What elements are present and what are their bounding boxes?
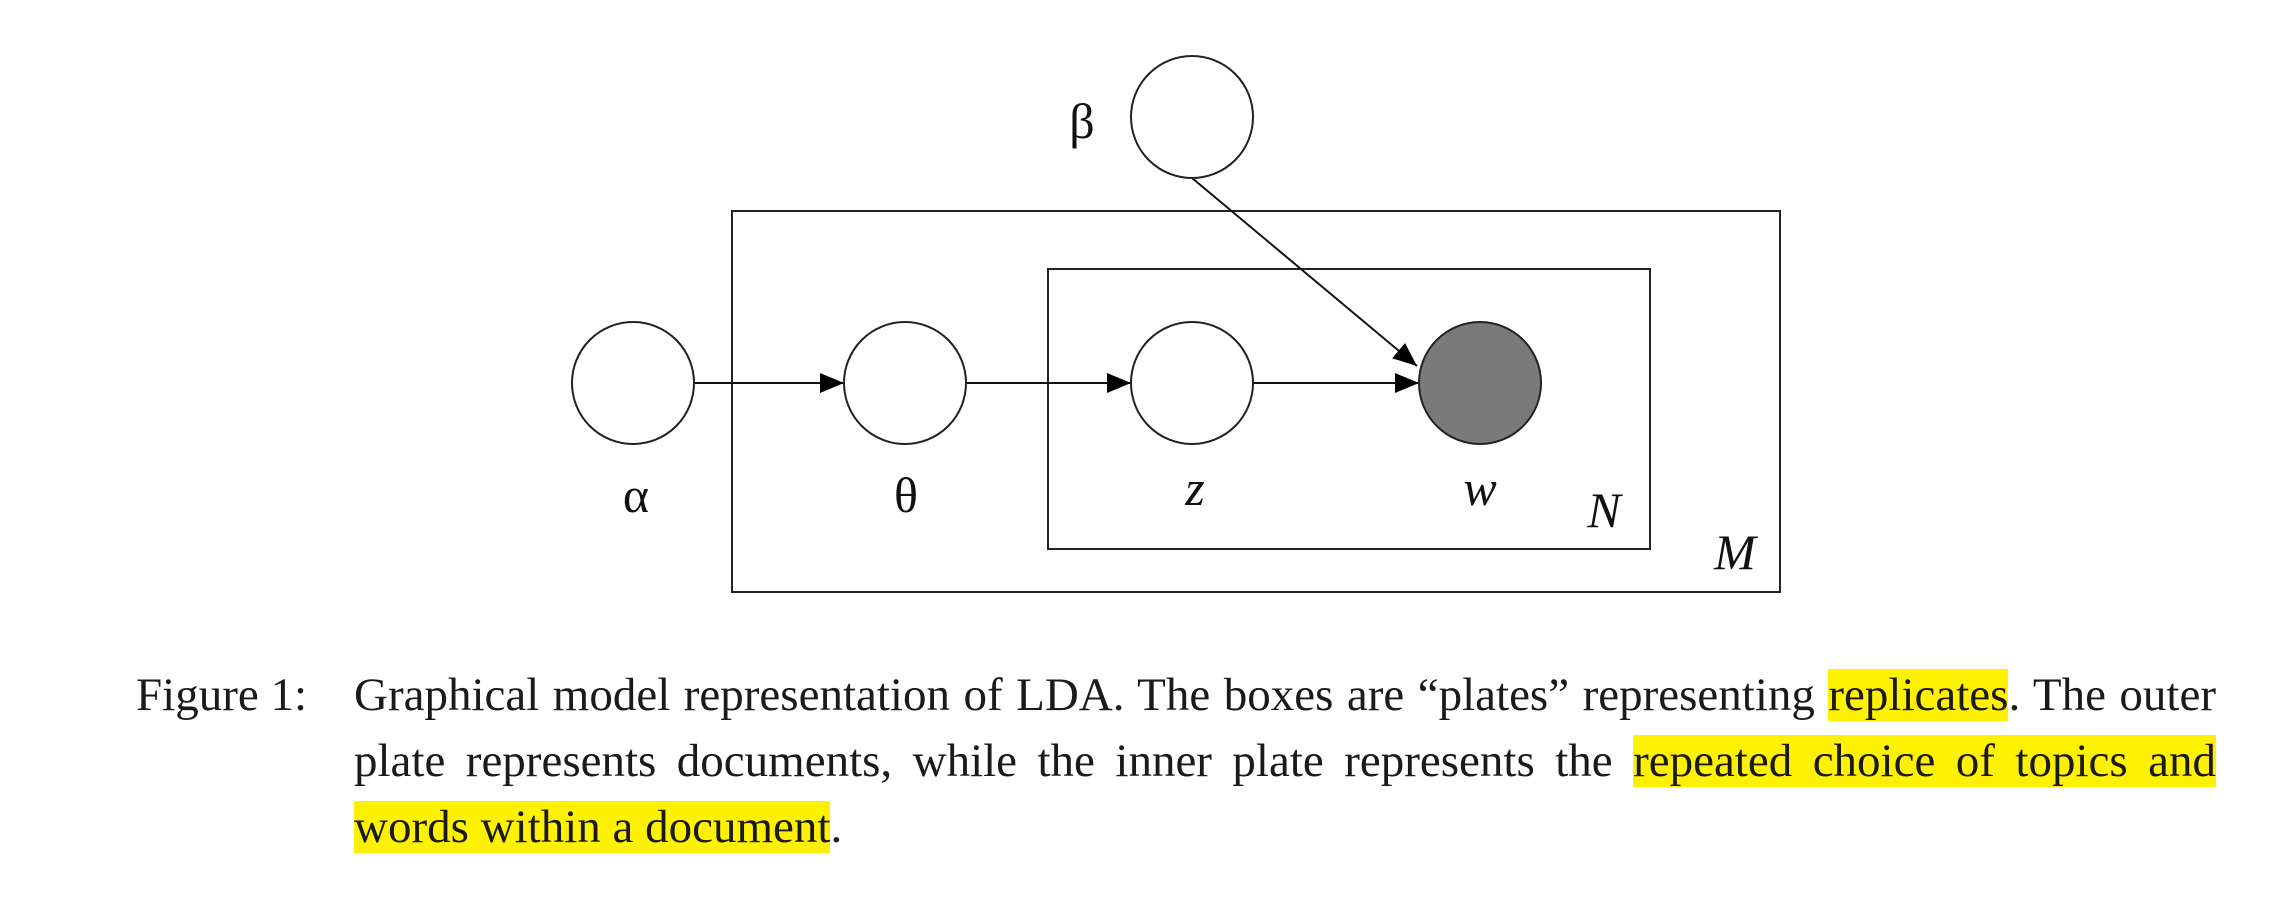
- caption-body: Graphical model representation of LDA. T…: [354, 662, 2216, 860]
- caption-text-part3: .: [830, 801, 843, 853]
- caption-text-part2: . The outer plate represents documents, …: [354, 669, 2216, 787]
- node-alpha: [571, 321, 695, 445]
- node-beta: [1130, 55, 1254, 179]
- label-plate-n: N: [1586, 482, 1623, 538]
- node-z: [1130, 321, 1254, 445]
- node-theta: [843, 321, 967, 445]
- caption-highlight-replicates: replicates: [1828, 669, 2009, 721]
- label-alpha: α: [623, 467, 649, 523]
- label-w: w: [1463, 460, 1496, 516]
- caption-label: Figure 1:: [136, 669, 308, 721]
- edge-beta-w: [1191, 177, 1418, 367]
- label-theta: θ: [894, 467, 918, 523]
- figure-caption: Figure 1: Graphical model representation…: [136, 662, 2216, 860]
- label-beta: β: [1069, 93, 1094, 149]
- label-plate-m: M: [1713, 524, 1758, 580]
- outer-plate-documents: [731, 210, 1781, 593]
- lda-graphical-model: α θ z w β N M: [571, 55, 1781, 593]
- node-w-observed: [1418, 321, 1542, 445]
- caption-text-part1: Graphical model representation of LDA. T…: [354, 669, 1829, 721]
- label-z: z: [1184, 460, 1204, 516]
- inner-plate-words: [1047, 268, 1651, 550]
